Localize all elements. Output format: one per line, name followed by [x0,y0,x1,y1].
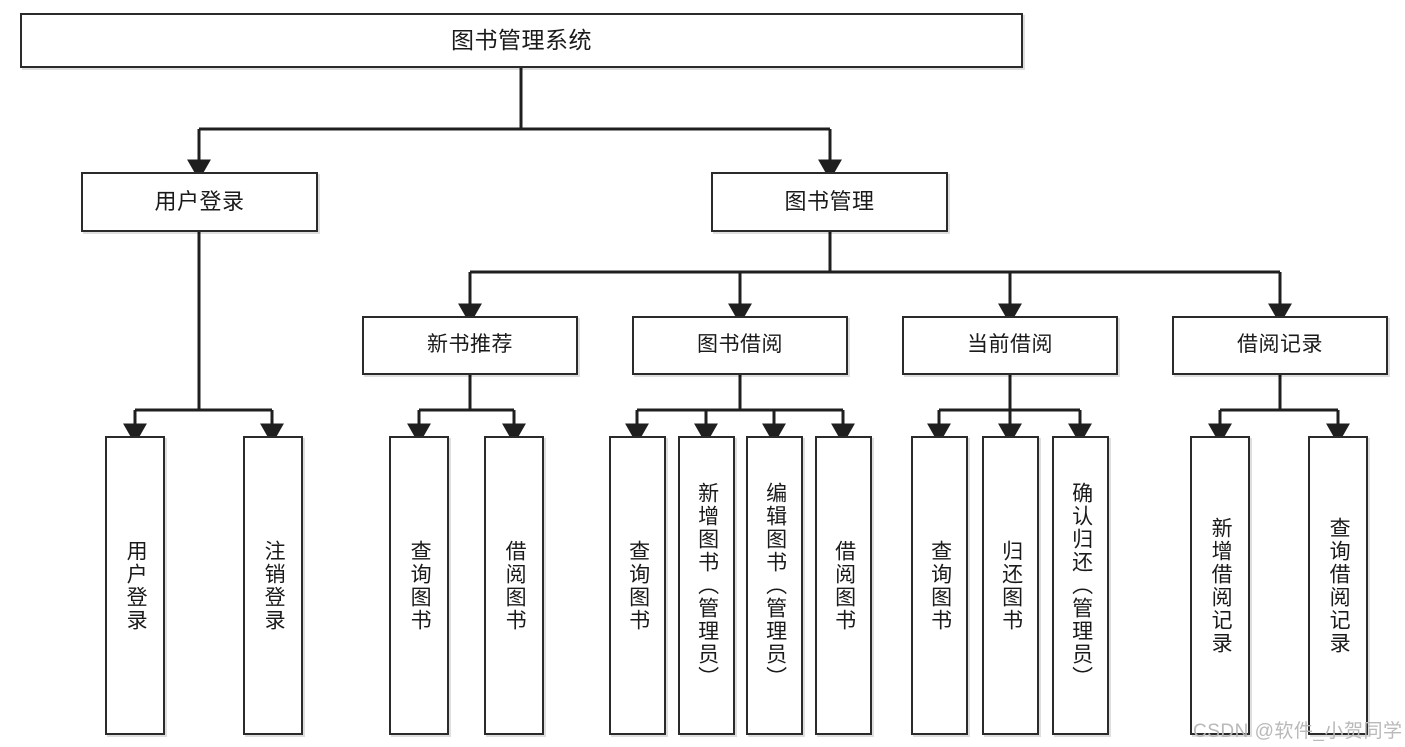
node-book-manage-label: 图书管理 [784,189,875,215]
node-leaf-user-login[interactable]: 用户登录 [105,436,165,735]
node-book-manage[interactable]: 图书管理 [711,172,948,232]
node-leaf-cur-query-book[interactable]: 查询图书 [911,436,968,735]
node-leaf-cur-confirm-return[interactable]: 确认归还（管理员） [1052,436,1109,735]
node-user-login[interactable]: 用户登录 [81,172,318,232]
node-borrow-record[interactable]: 借阅记录 [1172,316,1388,375]
node-root[interactable]: 图书管理系统 [20,13,1023,68]
node-leaf-borrow-book[interactable]: 借阅图书 [815,436,872,735]
node-borrow-record-label: 借阅记录 [1237,333,1323,357]
node-leaf-rec-add-record[interactable]: 新增借阅记录 [1190,436,1250,735]
node-book-borrow[interactable]: 图书借阅 [632,316,848,375]
node-leaf-cur-return-book[interactable]: 归还图书 [982,436,1039,735]
node-leaf-user-logout[interactable]: 注销登录 [243,436,303,735]
node-leaf-cur-query-book-label: 查询图书 [928,539,952,632]
node-leaf-rec-add-record-label: 新增借阅记录 [1209,516,1233,655]
node-leaf-borrow-add-book[interactable]: 新增图书（管理员） [678,436,735,735]
node-new-book-rec[interactable]: 新书推荐 [362,316,578,375]
csdn-watermark: CSDN @软件_小贺同学 [1193,721,1403,742]
node-leaf-rec-borrow-book-label: 借阅图书 [503,539,527,632]
node-leaf-borrow-add-book-label: 新增图书（管理员） [695,482,719,689]
node-current-borrow[interactable]: 当前借阅 [902,316,1118,375]
node-leaf-borrow-edit-book[interactable]: 编辑图书（管理员） [746,436,803,735]
node-current-borrow-label: 当前借阅 [967,333,1053,357]
node-leaf-borrow-query-book-label: 查询图书 [626,539,650,632]
node-leaf-rec-query-record[interactable]: 查询借阅记录 [1308,436,1368,735]
node-user-login-label: 用户登录 [154,189,245,215]
node-leaf-borrow-query-book[interactable]: 查询图书 [609,436,666,735]
node-leaf-cur-return-book-label: 归还图书 [999,539,1023,632]
node-leaf-rec-borrow-book[interactable]: 借阅图书 [484,436,544,735]
node-leaf-borrow-book-label: 借阅图书 [832,539,856,632]
node-leaf-user-login-label: 用户登录 [124,539,148,632]
node-leaf-cur-confirm-return-label: 确认归还（管理员） [1069,482,1093,689]
node-leaf-rec-query-record-label: 查询借阅记录 [1327,516,1351,655]
node-new-book-rec-label: 新书推荐 [427,333,513,357]
node-leaf-rec-query-book[interactable]: 查询图书 [389,436,449,735]
node-leaf-user-logout-label: 注销登录 [262,539,286,632]
node-leaf-borrow-edit-book-label: 编辑图书（管理员） [763,482,787,689]
node-root-label: 图书管理系统 [451,26,592,53]
node-leaf-rec-query-book-label: 查询图书 [408,539,432,632]
node-book-borrow-label: 图书借阅 [697,333,783,357]
